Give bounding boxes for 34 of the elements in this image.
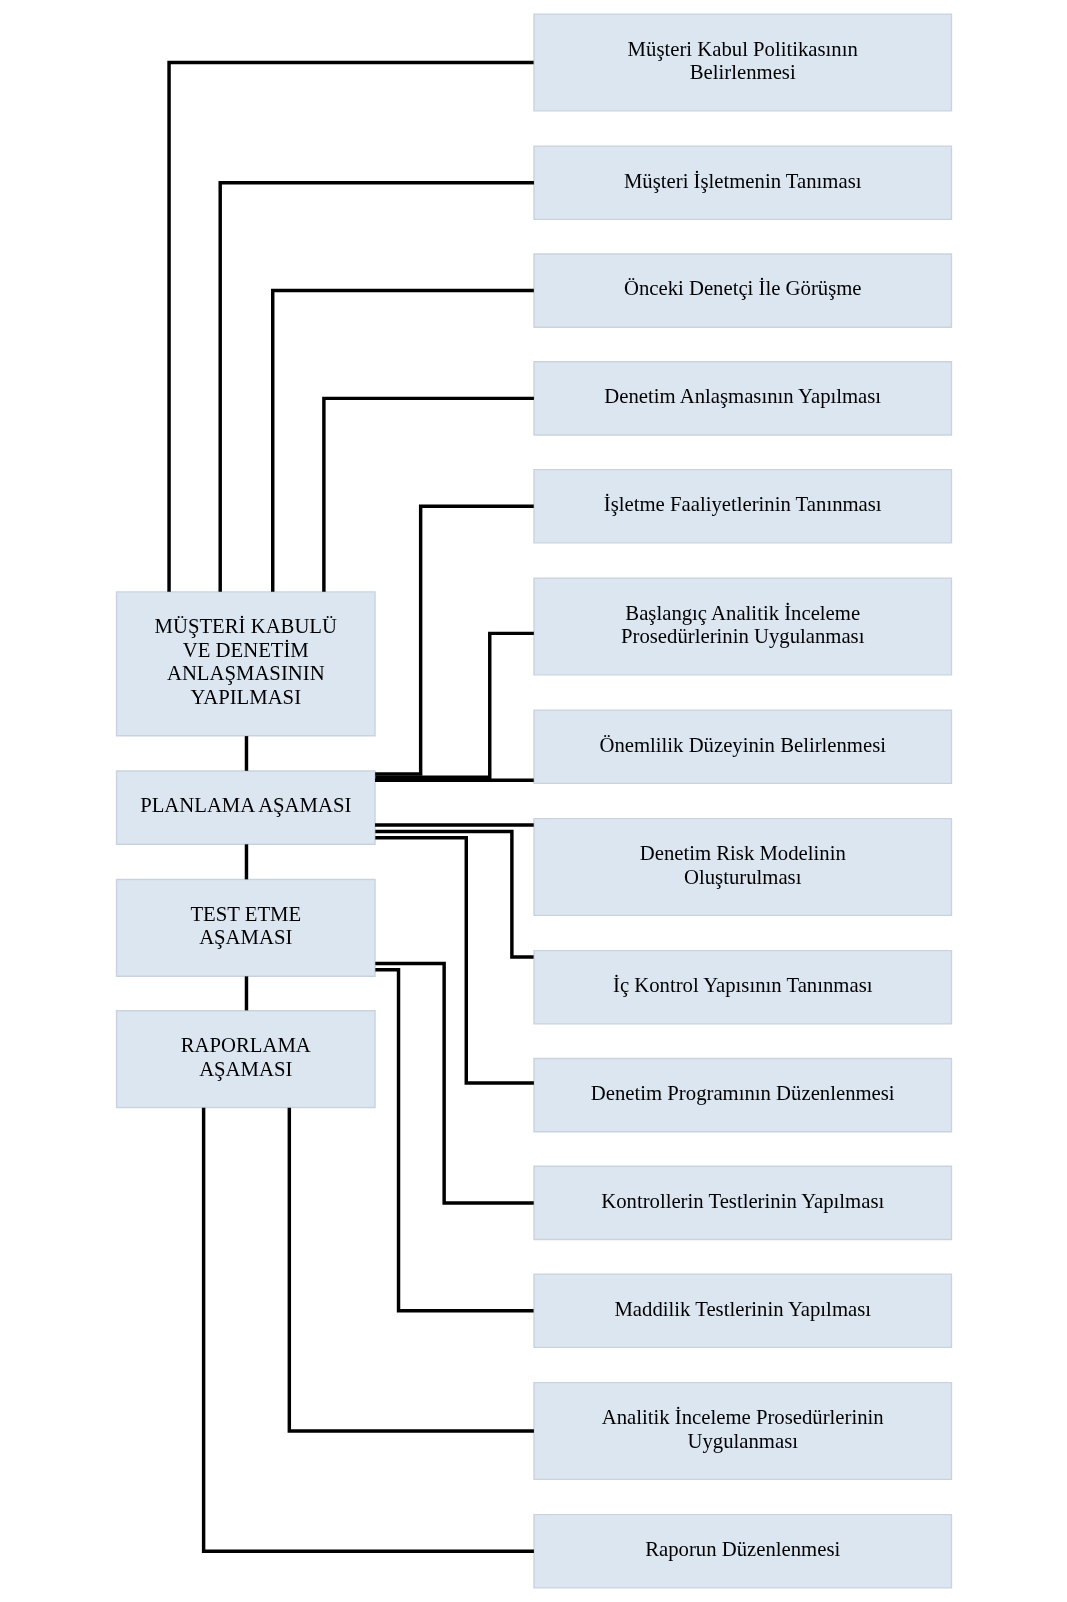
connector [321, 396, 534, 592]
node-box: Kontrollerin Testlerinin Yapılması [532, 1165, 952, 1241]
node-box: Önceki Denetçi İle Görüşme [532, 253, 952, 328]
node-box: Raporun Düzenlenmesi [532, 1513, 952, 1589]
connector [244, 844, 248, 880]
connector [374, 778, 534, 782]
node-box: Başlangıç Analitik İnceleme Prosedürlerinin Uygulanması [532, 577, 952, 676]
node-box: İşletme Faaliyetlerinin Tanınması [532, 468, 952, 544]
connector [166, 60, 534, 592]
connector [201, 1107, 534, 1553]
node-box: Müşteri Kabul Politikasının Belirlenmesi [532, 13, 952, 112]
connector [287, 1107, 534, 1433]
node-box: Maddilik Testlerinin Yapılması [532, 1273, 952, 1349]
node-box: RAPORLAMA AŞAMASI [115, 1010, 376, 1109]
connector [374, 823, 534, 827]
node-box: Denetim Programının Düzenlenmesi [532, 1057, 952, 1133]
node-box: PLANLAMA AŞAMASI [115, 770, 376, 845]
node-box: Analitik İnceleme Prosedürlerinin Uygulanması [532, 1381, 952, 1481]
connector [374, 631, 534, 779]
node-box: MÜŞTERİ KABULÜ VE DENETİM ANLAŞMASININ YAPILMASI [115, 591, 376, 737]
connector [374, 961, 534, 1205]
connector [244, 736, 248, 771]
node-box: Denetim Anlaşmasının Yapılması [532, 361, 952, 436]
connector [374, 836, 534, 1085]
node-box: TEST ETME AŞAMASI [115, 878, 376, 977]
connector [270, 288, 534, 592]
connector [374, 968, 534, 1313]
connector [218, 181, 534, 592]
node-box: Önemlilik Düzeyinin Belirlenmesi [532, 709, 952, 785]
connector [374, 504, 534, 776]
connector [244, 976, 248, 1011]
node-box: İç Kontrol Yapısının Tanınması [532, 949, 952, 1025]
node-box: Müşteri İşletmenin Tanıması [532, 145, 952, 221]
node-box: Denetim Risk Modelinin Oluşturulması [532, 817, 952, 917]
